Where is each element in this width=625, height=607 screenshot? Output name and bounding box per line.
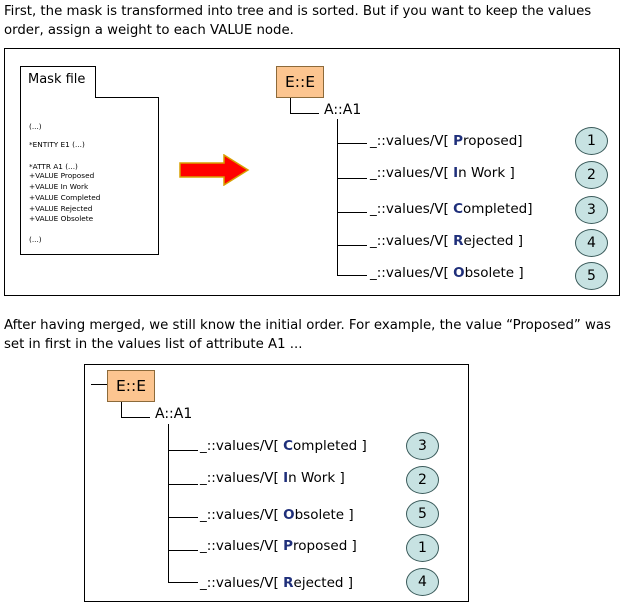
value-node: _::values/V[ Rejected ]: [370, 233, 524, 249]
tree-connector: [168, 484, 198, 485]
tree-connector: [91, 384, 108, 385]
mask-line: +VALUE Completed: [29, 193, 101, 202]
mask-line: +VALUE Rejected: [29, 204, 93, 213]
value-node: _::values/V[ In Work ]: [200, 470, 345, 486]
tree-connector: [337, 178, 367, 179]
order-badge: 3: [575, 196, 608, 224]
order-badge: 1: [406, 534, 439, 562]
merge-explanation-text: After having merged, we still know the i…: [4, 318, 611, 352]
intro-text: First, the mask is transformed into tree…: [4, 4, 592, 38]
value-node: _::values/V[ Completed ]: [200, 438, 367, 454]
tree-connector: [337, 119, 338, 275]
value-node: _::values/V[ Obsolete ]: [370, 265, 524, 281]
tree-connector: [121, 417, 150, 418]
value-node: _::values/V[ Rejected ]: [200, 575, 354, 591]
mask-line: *ENTITY E1 (...): [29, 140, 85, 149]
order-badge: 1: [575, 127, 608, 155]
value-node: _::values/V[ In Work ]: [370, 165, 515, 181]
order-badge: 5: [575, 262, 608, 290]
order-badge: 2: [406, 466, 439, 494]
value-node: _::values/V[ Proposed ]: [200, 538, 357, 554]
tree-connector: [337, 245, 367, 246]
mask-line: (...): [29, 235, 42, 244]
after-merge-frame: [84, 364, 469, 602]
mask-line: *ATTR A1 (...): [29, 162, 78, 171]
tree-connector: [168, 424, 169, 582]
mask-file-panel: (...) *ENTITY E1 (...) *ATTR A1 (...) +V…: [20, 97, 159, 255]
entity-node: E::E: [276, 66, 324, 98]
tree-connector: [337, 143, 367, 144]
order-badge: 3: [406, 432, 439, 460]
right-arrow-icon: [179, 154, 250, 186]
tree-connector: [290, 98, 291, 114]
tree-connector: [290, 113, 319, 114]
mask-file-tab: Mask file: [20, 66, 96, 98]
mask-line: (...): [29, 122, 42, 131]
mask-line: +VALUE Obsolete: [29, 214, 94, 223]
tree-connector: [337, 212, 367, 213]
entity-node: E::E: [107, 370, 155, 402]
tree-connector: [121, 402, 122, 418]
order-badge: 4: [575, 229, 608, 257]
tree-connector: [168, 550, 198, 551]
attribute-node: A::A1: [155, 406, 193, 422]
value-node: _::values/V[ Proposed]: [370, 133, 523, 149]
tree-connector: [168, 517, 198, 518]
mask-line: +VALUE In Work: [29, 182, 89, 191]
tree-connector: [168, 450, 198, 451]
tree-connector: [337, 275, 367, 276]
order-badge: 4: [406, 568, 439, 596]
attribute-node: A::A1: [324, 102, 362, 118]
value-node: _::values/V[ Obsolete ]: [200, 507, 354, 523]
mask-line: +VALUE Proposed: [29, 171, 95, 180]
value-node: _::values/V[ Completed]: [370, 201, 533, 217]
tree-connector: [168, 582, 198, 583]
order-badge: 5: [406, 500, 439, 528]
order-badge: 2: [575, 161, 608, 189]
